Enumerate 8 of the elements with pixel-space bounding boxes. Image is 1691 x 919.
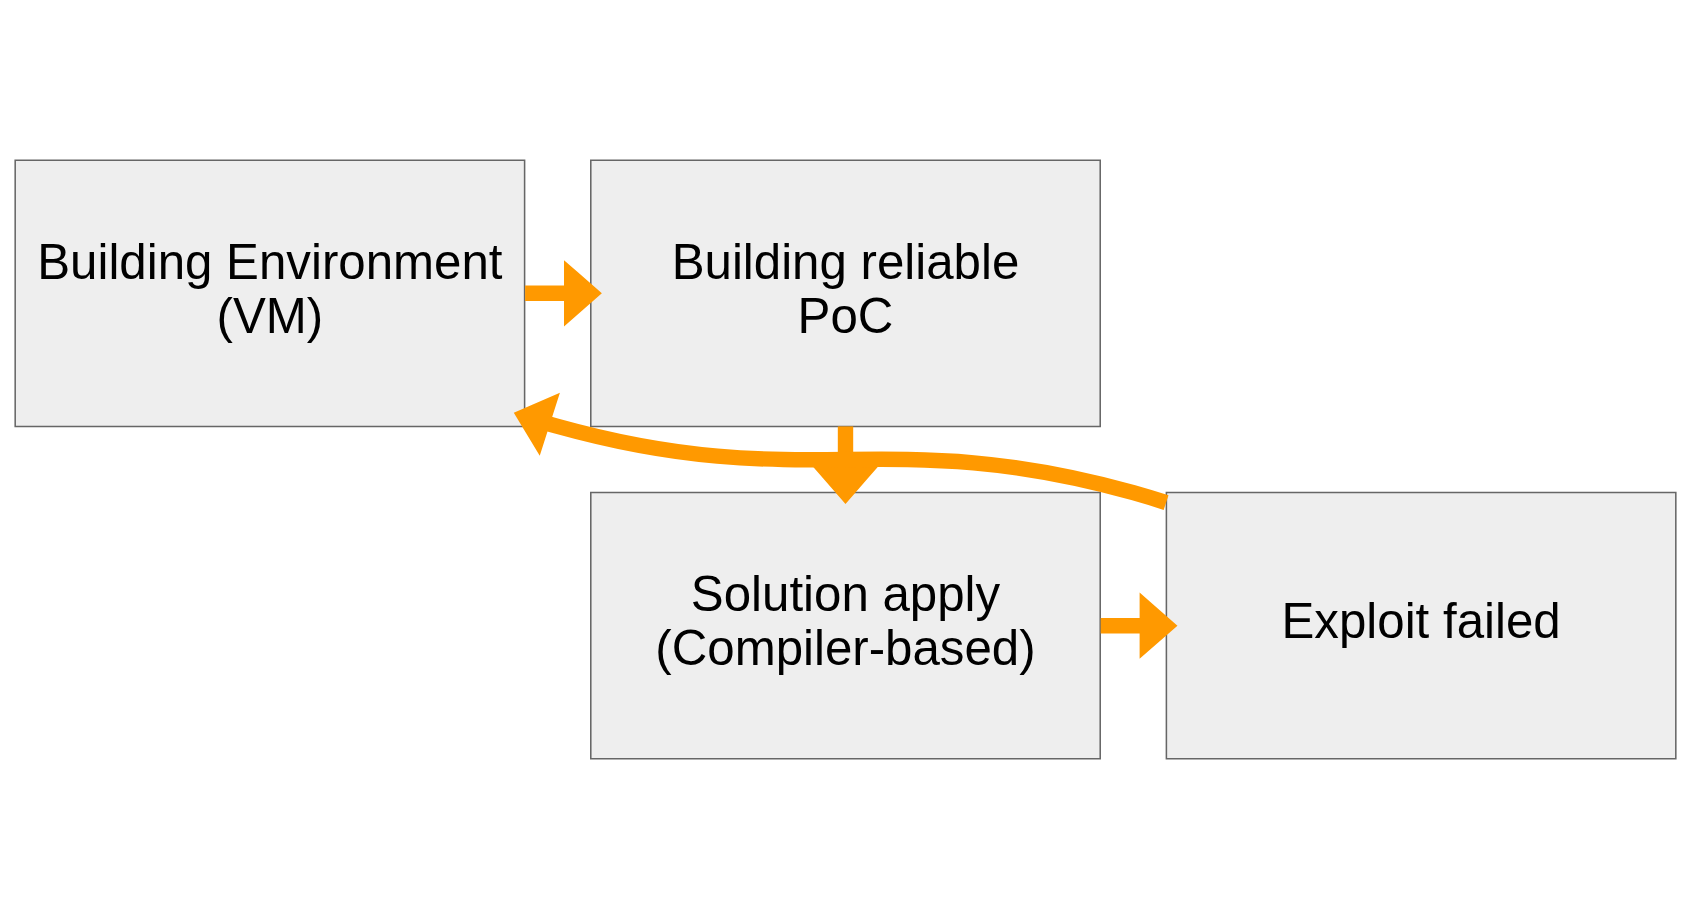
arrow bbox=[812, 426, 879, 504]
node-box: Exploit failed bbox=[1165, 491, 1677, 760]
arrow bbox=[525, 260, 602, 327]
node-box: Building reliable PoC bbox=[590, 159, 1101, 428]
node-box: Solution apply (Compiler-based) bbox=[590, 491, 1101, 760]
arrow bbox=[513, 392, 1169, 510]
arrow bbox=[1100, 592, 1178, 659]
node-box: Building Environment (VM) bbox=[14, 159, 526, 428]
